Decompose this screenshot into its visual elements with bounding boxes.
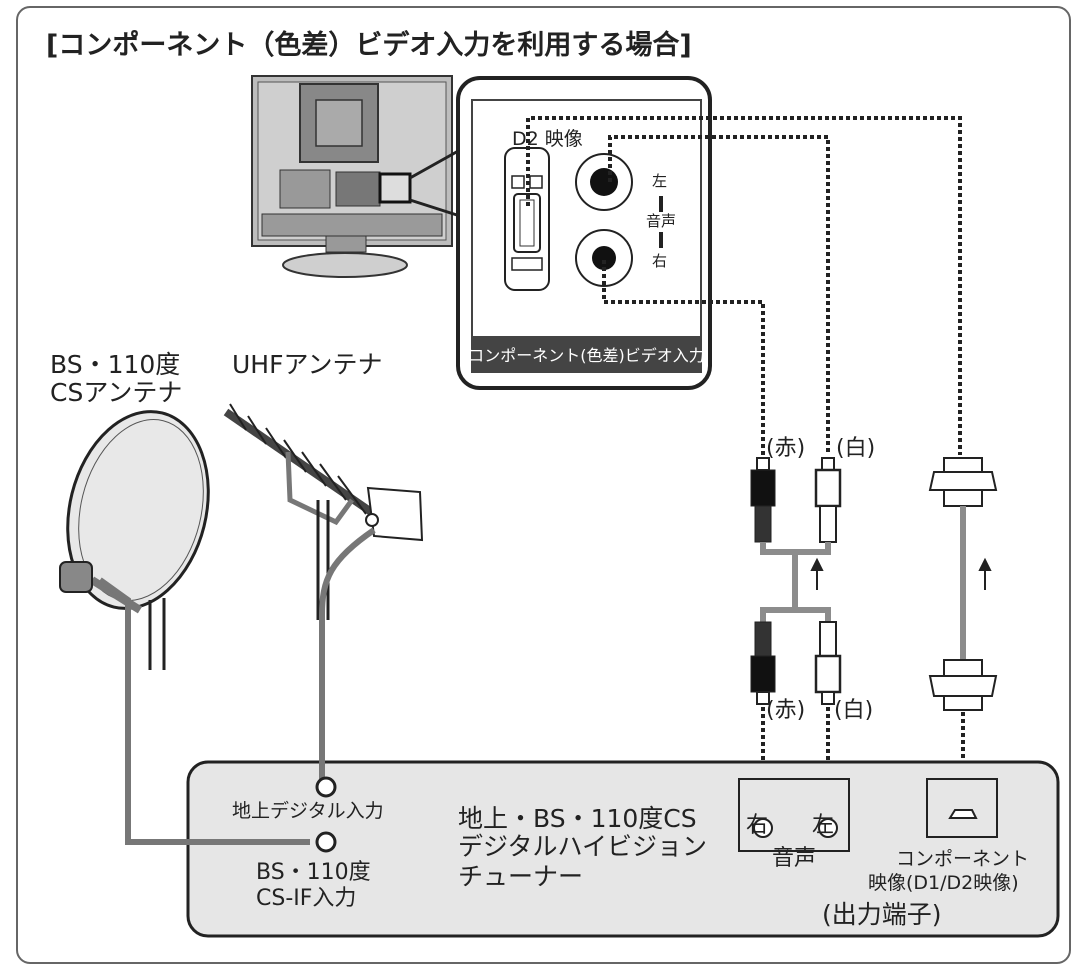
antenna-cables: [98, 527, 376, 845]
bs-input-jack: [315, 831, 337, 853]
rca-plug-white-bottom: [814, 621, 842, 705]
d-terminal-cable: [928, 457, 998, 711]
audio-output-label: 音声: [772, 846, 817, 871]
tuner-name-line3: チューナー: [458, 862, 584, 891]
uhf-antenna: [223, 403, 424, 620]
uhf-antenna-label: UHFアンテナ: [232, 350, 383, 379]
panel-sound-label: 音声: [646, 212, 677, 230]
component-input-panel: [456, 76, 712, 390]
bs-input-label-line1: BS・110度: [256, 860, 371, 885]
white-plug-label-bottom: (白): [834, 698, 874, 723]
panel-right-label: 右: [652, 252, 668, 270]
red-plug-label-top: (赤): [766, 436, 806, 461]
terrestrial-input-jack: [315, 776, 337, 798]
rca-plug-white-top: [814, 457, 842, 543]
component-output-label-line2: 映像(D1/D2映像): [868, 872, 1019, 894]
audio-cable: [760, 542, 831, 622]
audio-right-label: 右: [746, 813, 769, 838]
bs-antenna-label-line1: BS・110度: [50, 350, 181, 379]
panel-left-label: 左: [652, 172, 668, 190]
component-output-label-line1: コンポーネント: [896, 848, 1030, 870]
bs-antenna-label-line2: CSアンテナ: [50, 378, 183, 407]
bs-input-label-line2: CS-IF入力: [256, 886, 357, 911]
white-plug-label-top: (白): [836, 436, 876, 461]
tv-rear-view: [251, 75, 453, 278]
tuner-name-line1: 地上・BS・110度CS: [458, 804, 697, 833]
output-terminal-label: (出力端子): [822, 900, 942, 929]
tuner-name-line2: デジタルハイビジョン: [458, 832, 708, 861]
direction-arrows: [810, 557, 992, 590]
bs-dish-antenna: [59, 410, 210, 670]
component-input-caption: コンポーネント(色差)ビデオ入力: [468, 336, 705, 372]
rca-plug-red-bottom: [750, 621, 776, 705]
audio-left-label: 左: [812, 813, 835, 838]
terrestrial-input-label: 地上デジタル入力: [232, 800, 384, 822]
audio-output-terminal: [738, 778, 850, 852]
page-title: [コンポーネント（色差）ビデオ入力を利用する場合]: [46, 30, 692, 61]
component-output-terminal: [926, 778, 998, 838]
rca-plug-red-top: [750, 457, 776, 543]
red-plug-label-bottom: (赤): [766, 698, 806, 723]
d2-video-label: D2 映像: [512, 128, 583, 150]
